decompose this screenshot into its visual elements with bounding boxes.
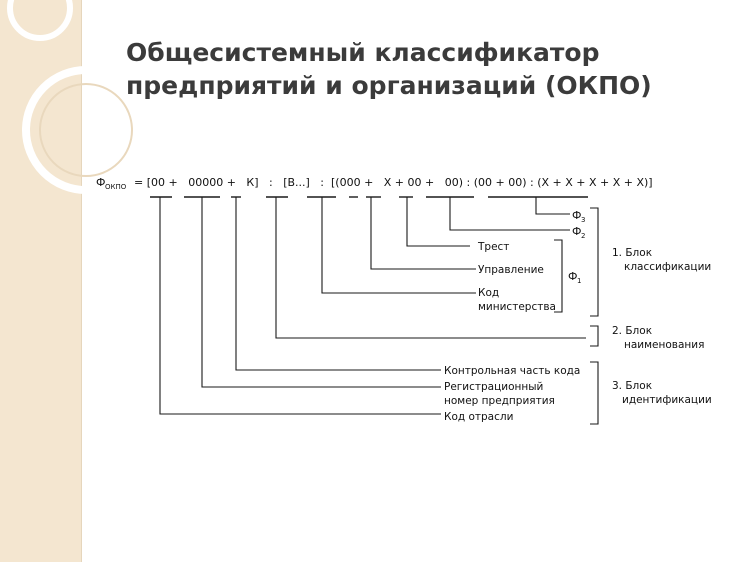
connector-lines [159, 197, 586, 415]
title-line-1: Общесистемный классификатор [126, 38, 600, 67]
slide-title: Общесистемный классификатор предприятий … [126, 36, 652, 102]
block1-line2: классификации [624, 261, 711, 273]
label-trest: Трест [477, 241, 509, 253]
label-kod-ministerstva-1: Код [478, 287, 499, 299]
label-phi3-sub: 3 [581, 216, 585, 224]
formula-expression: = [00 + 00000 + К] : [В...] : [(000 + Х … [134, 176, 653, 189]
label-kod-ministerstva-2: министерства [478, 301, 556, 313]
decorative-circle-top [7, 0, 73, 41]
label-phi2-sub: 2 [581, 232, 585, 240]
block3-line2: идентификации [622, 394, 712, 406]
label-kontrol: Контрольная часть кода [444, 365, 580, 377]
label-reg-1: Регистрационный [444, 381, 543, 393]
formula: Ф ОКПО = [00 + 00000 + К] : [В...] : [(0… [96, 176, 653, 191]
block2-line2: наименования [624, 339, 704, 351]
title-line-2: предприятий и организаций (ОКПО) [126, 71, 652, 100]
label-reg-2: номер предприятия [444, 395, 555, 407]
label-phi3: Ф [572, 209, 581, 222]
label-phi1: Ф [568, 270, 577, 283]
block2-line1: 2. Блок [612, 325, 652, 337]
formula-phi: Ф [96, 176, 105, 189]
label-phi1-sub: 1 [577, 277, 581, 285]
label-kod-otrasli: Код отрасли [444, 411, 513, 423]
labels: Ф 3 Ф 2 Ф 1 Трест Управление Код министе… [444, 209, 712, 423]
label-upravlenie: Управление [478, 264, 544, 276]
formula-subscript: ОКПО [105, 183, 127, 191]
decorative-circle-inner [39, 83, 133, 177]
block3-line1: 3. Блок [612, 380, 652, 392]
label-phi2: Ф [572, 225, 581, 238]
decorative-circles [7, 0, 150, 194]
block1-line1: 1. Блок [612, 247, 652, 259]
brackets [554, 207, 599, 425]
decorative-circle-large [22, 66, 150, 194]
